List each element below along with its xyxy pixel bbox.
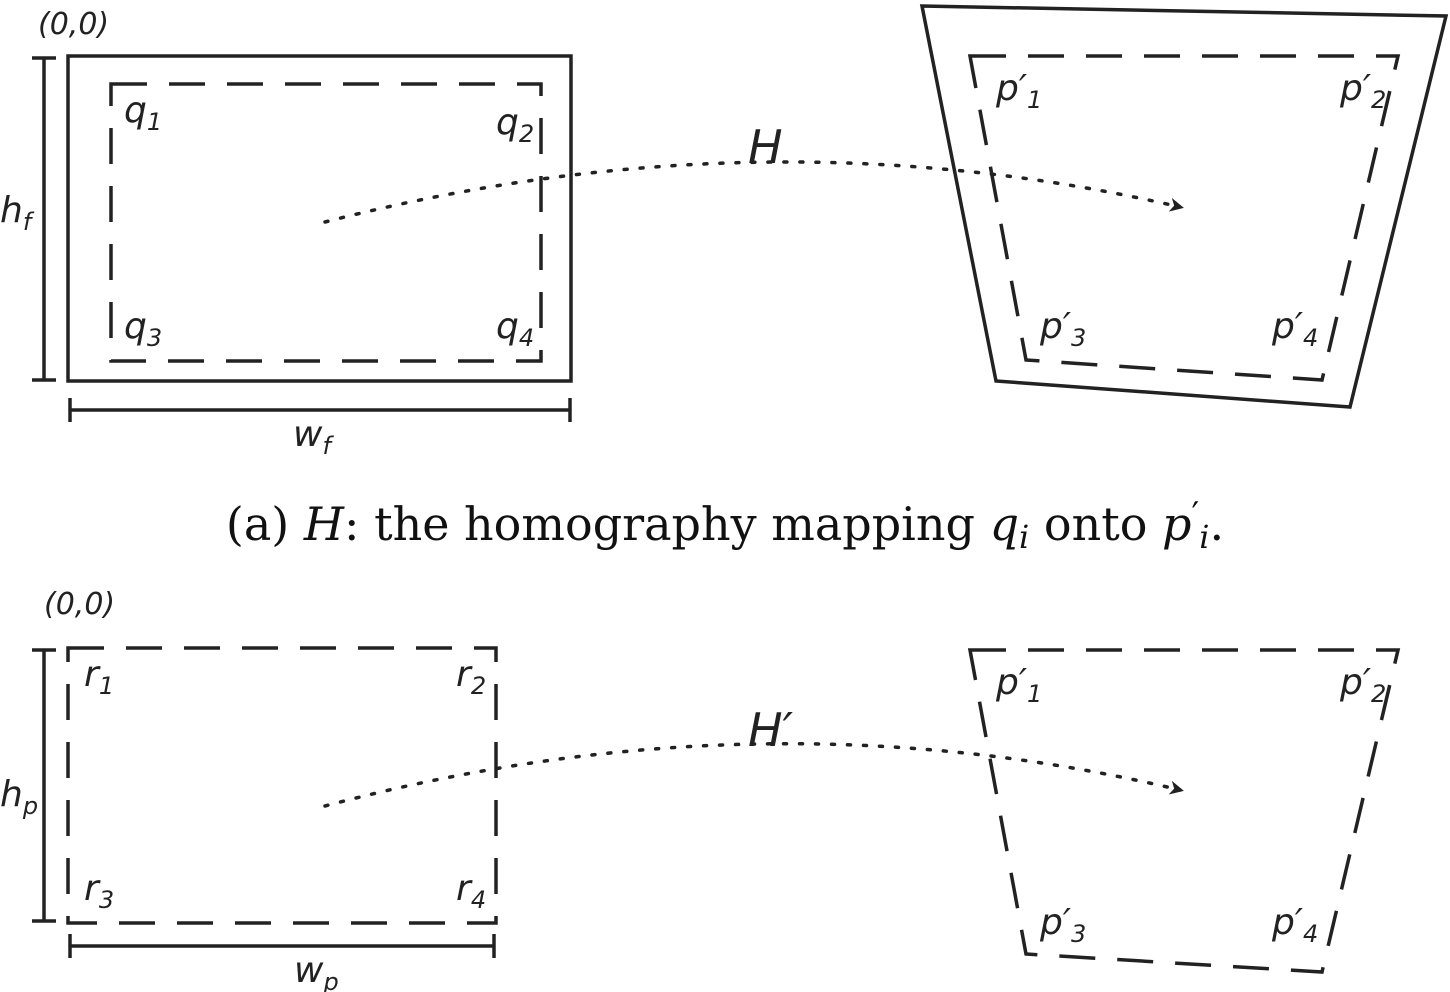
top-source-corner-4: q4 [496, 306, 534, 352]
bottom-source-corner-1: r1 [84, 654, 114, 700]
bottom-source-corner-4: r4 [456, 868, 486, 914]
top-panel: (0,0) hf wf q1 q2 q3 q4 p′1 p′2 p′3 p [0, 4, 1449, 460]
top-width-dimension [68, 398, 572, 422]
top-target-corner-1: p′1 [995, 68, 1042, 114]
bottom-source-corner-2: r2 [456, 654, 486, 700]
top-frame-rect [66, 54, 573, 383]
top-mapping-arrow [323, 160, 1184, 224]
bottom-target-corner-1: p′1 [995, 662, 1042, 708]
top-source-corner-3: q3 [124, 306, 162, 352]
top-height-label: hf [0, 190, 35, 236]
bottom-width-label: wp [294, 950, 339, 992]
top-arrow-label: H [748, 120, 783, 174]
bottom-source-quad [66, 646, 498, 925]
bottom-origin-label: (0,0) [44, 587, 115, 622]
top-target-corner-3: p′3 [1039, 306, 1086, 352]
bottom-target-corner-4: p′4 [1271, 902, 1318, 948]
bottom-target-corner-2: p′2 [1339, 662, 1386, 708]
top-target-corner-4: p′4 [1271, 306, 1318, 352]
bottom-panel: (0,0) hp wp r1 r2 r3 r4 p′1 p′2 p′3 p′4 [0, 587, 1401, 992]
bottom-source-corner-3: r3 [84, 868, 114, 914]
top-source-corner-2: q2 [496, 102, 534, 148]
top-target-outline [919, 4, 1449, 409]
bottom-width-dimension [68, 934, 496, 958]
top-height-dimension [32, 56, 56, 382]
top-width-label: wf [293, 414, 334, 460]
bottom-target-quad [967, 648, 1401, 974]
top-source-corner-1: q1 [124, 90, 162, 136]
bottom-arrow-label: H′ [748, 703, 794, 757]
bottom-target-corner-3: p′3 [1039, 902, 1086, 948]
bottom-height-label: hp [0, 774, 38, 820]
bottom-height-dimension [32, 648, 56, 923]
top-origin-label: (0,0) [38, 7, 109, 42]
top-target-corner-2: p′2 [1339, 68, 1386, 114]
figure-caption: (a) H: the homography mapping qi onto p′… [226, 495, 1224, 556]
bottom-mapping-arrow [323, 741, 1184, 808]
top-target-quad [967, 54, 1401, 382]
